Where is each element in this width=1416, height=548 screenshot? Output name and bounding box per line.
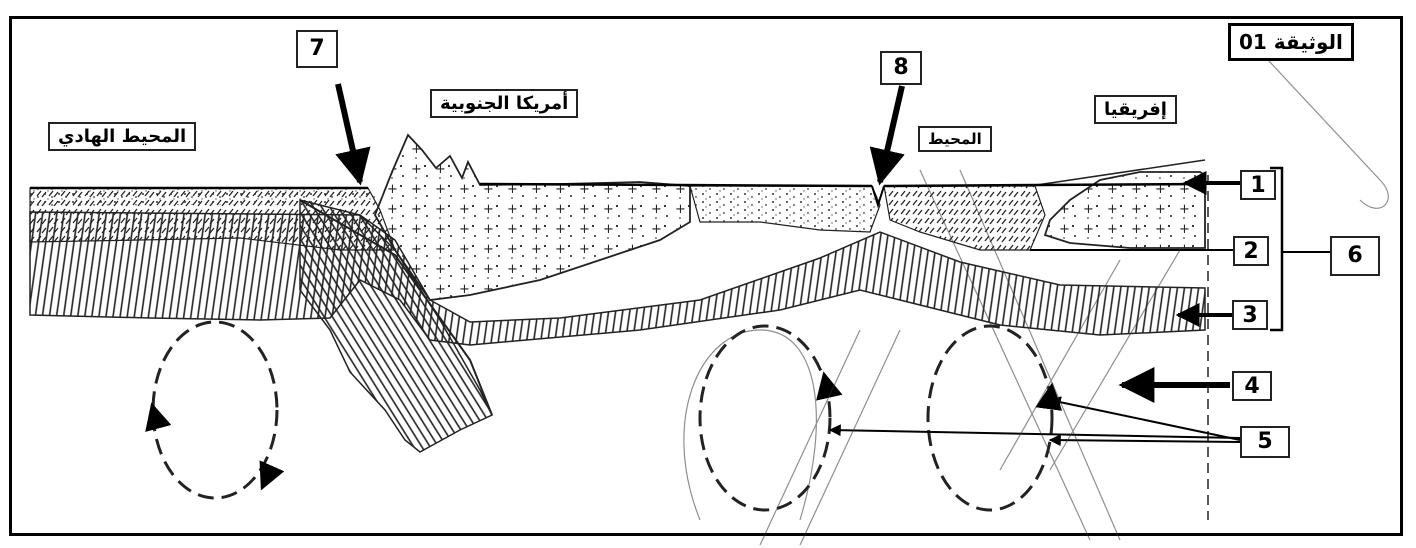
label-1: 1 — [1240, 170, 1276, 200]
ocean-label: المحيط — [918, 126, 992, 152]
label-6: 6 — [1330, 236, 1380, 276]
label-7: 7 — [296, 30, 338, 68]
arrow-7 — [338, 84, 360, 182]
pacific-ocean-label: المحيط الهادي — [48, 122, 196, 151]
convection-cell-middle — [700, 326, 830, 510]
arrow-5a — [830, 430, 1240, 438]
africa-label: إفريقيا — [1094, 95, 1177, 124]
label-2: 2 — [1233, 236, 1269, 266]
label-8: 8 — [880, 51, 922, 85]
arrow-8 — [880, 86, 902, 182]
label-5: 5 — [1240, 426, 1290, 458]
africa-continent — [1030, 160, 1205, 248]
convection-cell-west — [152, 322, 277, 498]
south-america-continent — [375, 135, 690, 300]
south-america-label: أمريكا الجنوبية — [430, 89, 578, 118]
label-4: 4 — [1232, 371, 1272, 401]
arrow-5c — [1050, 440, 1240, 442]
label-3: 3 — [1232, 300, 1268, 330]
document-label: الوثيقة 01 — [1228, 23, 1354, 61]
